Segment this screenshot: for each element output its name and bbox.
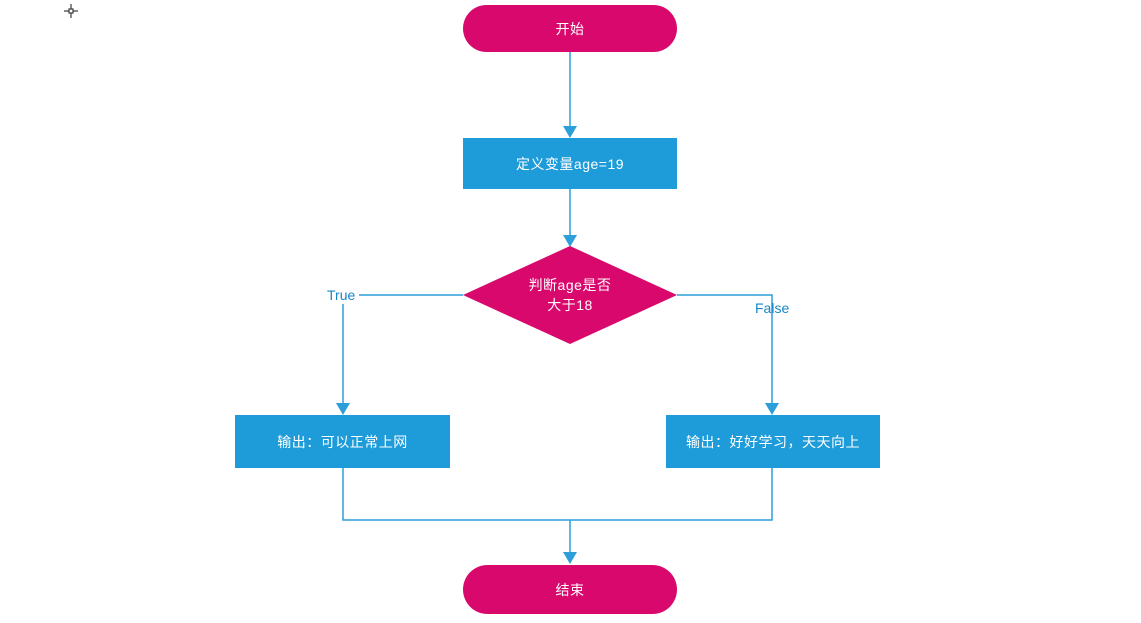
node-end-label: 结束	[555, 581, 585, 598]
connector-merge-to-end[interactable]	[563, 520, 577, 564]
crosshair-cursor-icon	[64, 4, 78, 18]
connector-decision-to-output-false[interactable]	[677, 294, 779, 415]
edge-label-true: True	[327, 287, 356, 303]
connector-start-to-define[interactable]	[563, 52, 577, 138]
node-define-age-label: 定义变量age=19	[515, 155, 625, 172]
connector-decision-to-output-true[interactable]	[336, 294, 463, 415]
node-decision-label-line1: 判断age是否	[528, 277, 612, 293]
connector-output-false-to-end[interactable]	[570, 468, 773, 521]
node-output-false-label: 输出：好好学习，天天向上	[686, 433, 860, 450]
node-end[interactable]: 结束	[463, 565, 677, 614]
node-decision-label-line2: 大于18	[547, 297, 593, 313]
node-start[interactable]: 开始	[463, 5, 677, 52]
node-output-true[interactable]: 输出：可以正常上网	[235, 415, 450, 468]
node-output-true-label: 输出：可以正常上网	[277, 433, 408, 450]
connector-output-true-to-end[interactable]	[342, 468, 570, 521]
connector-define-to-decision[interactable]	[563, 189, 577, 247]
node-start-label: 开始	[555, 20, 585, 37]
node-define-age[interactable]: 定义变量age=19	[463, 138, 677, 189]
node-output-false[interactable]: 输出：好好学习，天天向上	[666, 415, 880, 468]
edge-label-false: False	[755, 300, 790, 316]
